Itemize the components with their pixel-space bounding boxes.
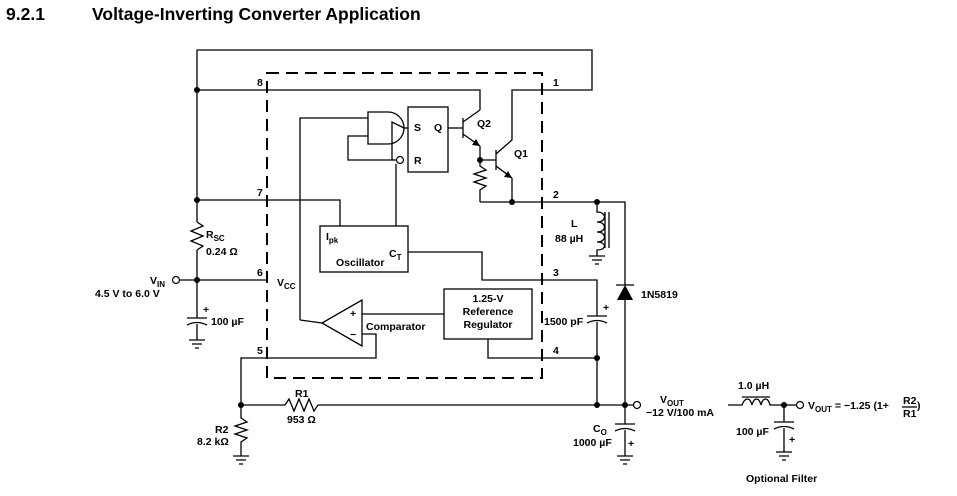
filter-vout-label: VOUT= −1.25 (1+ [808, 400, 889, 414]
q2-emitter-wire [479, 146, 496, 161]
q2-arrow [472, 139, 480, 146]
vout-label: VOUT [660, 394, 684, 408]
r-inversion-bubble [395, 155, 405, 165]
comparator-output [299, 319, 323, 324]
inductor-l [596, 202, 606, 256]
r2-value: 8.2 kΩ [197, 436, 229, 448]
formula-denominator: R1 [903, 408, 917, 420]
co-capacitor [614, 405, 636, 465]
r1-resistor [284, 397, 319, 413]
vin-terminal [171, 275, 181, 285]
filter-cap-value: 100 µF [736, 426, 769, 438]
ct-pin3-wire [408, 251, 598, 316]
latch-r-label: R [414, 155, 422, 167]
co-label: CO [593, 423, 607, 437]
pin1-wire [511, 89, 542, 130]
rsc-label: RSC [206, 229, 225, 243]
comparator-to-gate [299, 117, 368, 320]
pin-8-label: 8 [257, 77, 263, 89]
oscillator-label: Oscillator [336, 257, 384, 269]
reference-line2: Reference [463, 306, 514, 318]
section-title: Voltage-Inverting Converter Application [92, 4, 421, 24]
oscillator-block [319, 225, 409, 273]
q1-label: Q1 [514, 148, 528, 160]
filter-cap-plus: + [789, 434, 795, 446]
gate-feedback [347, 120, 405, 161]
cin-plus: + [203, 304, 209, 316]
pin-5-label: 5 [257, 345, 263, 357]
pin5-wire [240, 333, 377, 405]
filter-inductor-value: 1.0 µH [738, 380, 769, 392]
cin-value: 100 µF [211, 316, 244, 328]
pin8-wire [197, 89, 481, 110]
rsc-resistor [189, 221, 205, 251]
ipk-label: Ipk [326, 231, 339, 245]
diode-1n5819 [617, 285, 633, 300]
ct-plus: + [603, 302, 609, 314]
ct-cap-plate-bottom [586, 319, 608, 324]
pin-6-label: 6 [257, 267, 263, 279]
comparator-block [320, 298, 363, 348]
inductor-name: L [571, 218, 578, 230]
reference-line1: 1.25-V [473, 293, 504, 305]
filter-capacitor [773, 405, 795, 461]
base-resistor [471, 160, 489, 202]
cin-ground [189, 324, 205, 349]
co-plus: + [628, 438, 634, 450]
vout-terminal [632, 400, 642, 410]
pin-7-label: 7 [257, 187, 263, 199]
vout-spec: −12 V/100 mA [646, 407, 714, 419]
rsc-value: 0.24 Ω [206, 246, 238, 258]
formula-numerator: R2 [903, 395, 917, 407]
co-value: 1000 µF [573, 437, 612, 449]
q1-arrow [504, 171, 512, 178]
section-number: 9.2.1 [6, 4, 45, 24]
inductor-ground [589, 255, 605, 265]
latch-q-label: Q [434, 122, 442, 134]
pin-2-label: 2 [553, 189, 559, 201]
comparator-minus: − [350, 329, 356, 341]
pin-4-label: 4 [553, 345, 559, 357]
vin-label: VIN [150, 275, 165, 289]
diode-label: 1N5819 [641, 289, 678, 301]
section-heading: 9.2.1 Voltage-Inverting Converter Applica… [6, 4, 421, 25]
q1-terminals [495, 130, 513, 179]
ct-cap-value: 1500 pF [544, 316, 584, 328]
r1-label: R1 [295, 388, 309, 400]
filter-inductor [728, 398, 784, 406]
r1-value: 953 Ω [287, 414, 316, 426]
pin7-wire [197, 199, 341, 226]
pin4-wire [487, 339, 597, 359]
vin-range: 4.5 V to 6.0 V [95, 288, 160, 300]
junction-dots [194, 87, 787, 408]
reference-line3: Regulator [463, 319, 512, 331]
r2-label: R2 [215, 424, 229, 436]
pin-1-label: 1 [553, 77, 559, 89]
inductor-value: 88 µH [555, 233, 583, 245]
vcc-label: VCC [277, 277, 296, 291]
rs-latch [407, 106, 449, 173]
comparator-label: Comparator [366, 321, 426, 333]
ct-label: CT [389, 248, 402, 262]
cin-plate-bottom [186, 321, 208, 326]
comparator-plus: + [350, 308, 356, 320]
filter-vout-terminal [795, 400, 805, 410]
optional-filter-caption: Optional Filter [746, 473, 817, 485]
r2-resistor [232, 405, 250, 465]
latch-s-label: S [414, 122, 421, 134]
and-gate [367, 111, 405, 145]
formula-close-paren: ) [917, 400, 921, 412]
pin-3-label: 3 [553, 267, 559, 279]
q2-label: Q2 [477, 118, 491, 130]
inductor-core [604, 212, 610, 248]
ic-package-outline [266, 72, 543, 379]
top-loop-wire [196, 49, 593, 91]
